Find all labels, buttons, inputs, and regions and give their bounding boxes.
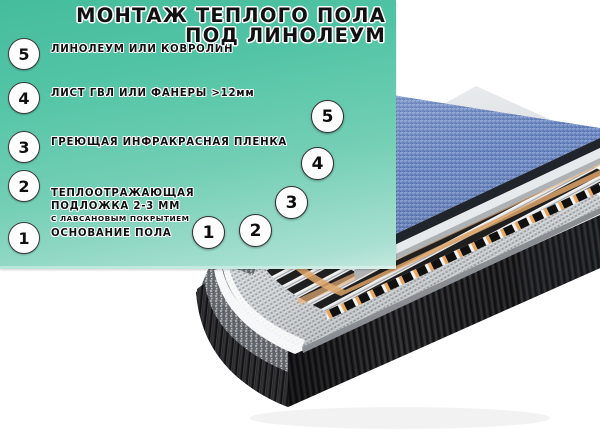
legend-item-3[interactable]: 3 ГРЕЮЩАЯ ИНФРАКРАСНАЯ ПЛЕНКА <box>8 131 287 163</box>
legend-item-2[interactable]: 2 ТЕПЛООТРАЖАЮЩАЯ ПОДЛОЖКА 2-3 ММ С ЛАВС… <box>8 170 194 237</box>
base-concrete-side-left <box>197 283 288 407</box>
legend-label-2: ТЕПЛООТРАЖАЮЩАЯ ПОДЛОЖКА 2-3 ММ С ЛАВСАН… <box>51 170 194 237</box>
legend-bullet-4: 4 <box>8 82 40 114</box>
legend-label-2-main: ТЕПЛООТРАЖАЮЩАЯ ПОДЛОЖКА 2-3 ММ <box>51 188 195 212</box>
legend-item-1[interactable]: 1 ОСНОВАНИЕ ПОЛА <box>8 222 172 254</box>
legend-label-4: ЛИСТ ГВЛ ИЛИ ФАНЕРЫ >12мм <box>51 88 255 99</box>
callout-2[interactable]: 2 <box>239 214 272 247</box>
legend-bullet-2: 2 <box>8 170 40 202</box>
legend-item-5[interactable]: 5 ЛИНОЛЕУМ ИЛИ КОВРОЛИН <box>8 38 233 70</box>
legend-label-3: ГРЕЮЩАЯ ИНФРАКРАСНАЯ ПЛЕНКА <box>51 137 288 148</box>
legend-item-4[interactable]: 4 ЛИСТ ГВЛ ИЛИ ФАНЕРЫ >12мм <box>8 82 254 114</box>
legend-bullet-5: 5 <box>8 38 40 70</box>
legend-bullet-1: 1 <box>8 222 40 254</box>
callout-1[interactable]: 1 <box>192 216 225 249</box>
legend-label-2-sub: С ЛАВСАНОВЫМ ПОКРЫТИЕМ <box>51 214 190 224</box>
callout-5[interactable]: 5 <box>311 100 344 133</box>
legend-bullet-3: 3 <box>8 131 40 163</box>
legend-label-1: ОСНОВАНИЕ ПОЛА <box>51 228 172 239</box>
legend-label-5: ЛИНОЛЕУМ ИЛИ КОВРОЛИН <box>51 44 234 55</box>
callout-4[interactable]: 4 <box>301 147 334 180</box>
callout-3[interactable]: 3 <box>275 186 308 219</box>
